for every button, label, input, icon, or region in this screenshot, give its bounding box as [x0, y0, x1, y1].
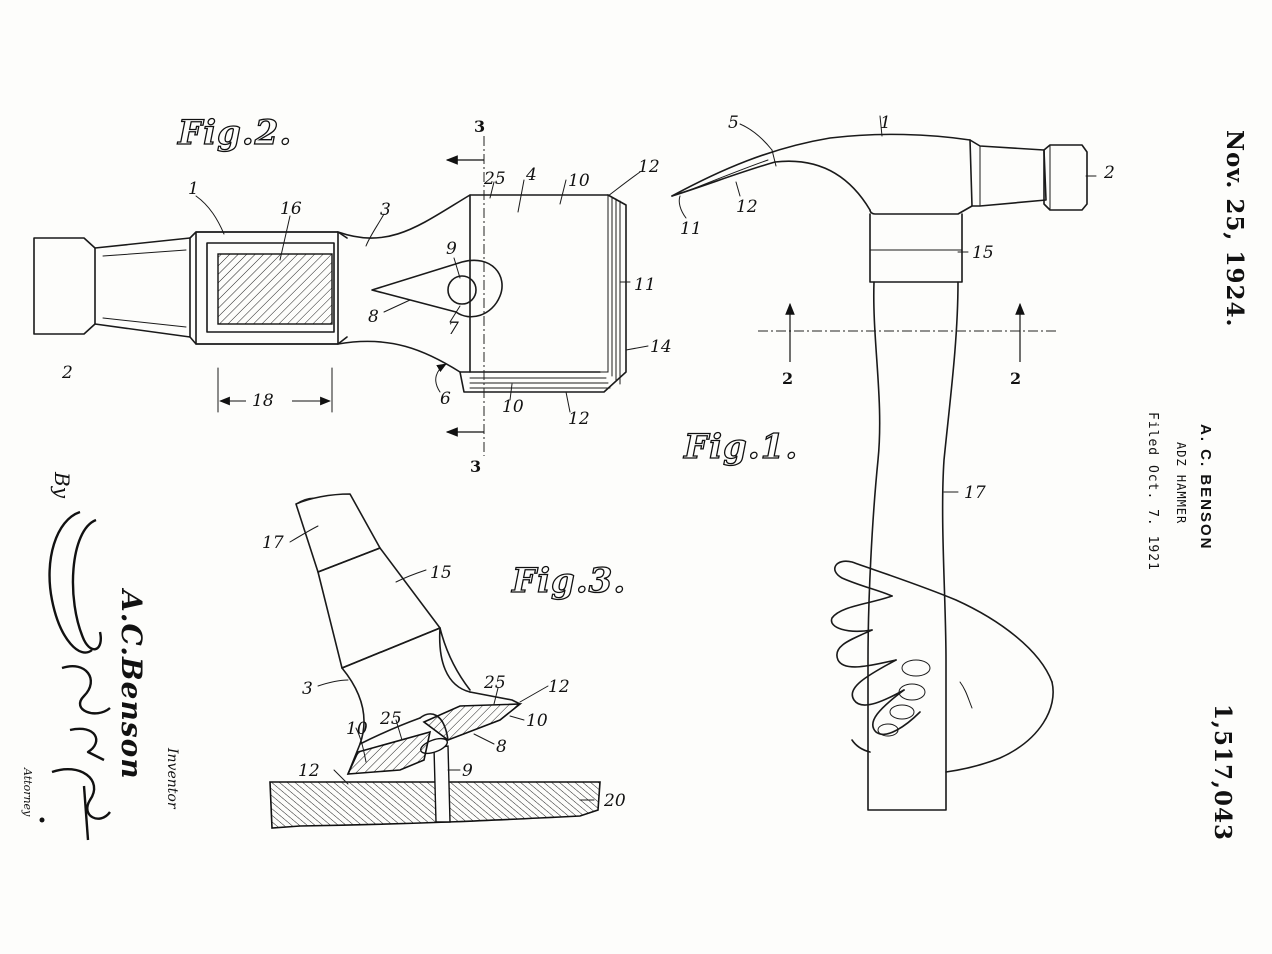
fig2-ref-11: 11 — [634, 275, 656, 295]
fig3-ref-25a: 25 — [379, 709, 402, 729]
fig1-label: Fig.1. — [683, 427, 798, 467]
fig2-ref-2: 2 — [61, 363, 73, 383]
figure-1: Fig.1. — [671, 113, 1115, 811]
fig2-ref-14: 14 — [650, 337, 672, 357]
fig1-ref-15: 15 — [972, 243, 994, 263]
fig2-ref-4: 4 — [525, 165, 537, 185]
fig2-ref-8: 8 — [368, 307, 379, 327]
inventor-caption: Inventor — [164, 748, 180, 809]
attorney-signature — [39, 510, 111, 841]
fig3-ref-15: 15 — [430, 563, 452, 583]
fig1-section-2-left: 2 — [782, 369, 793, 388]
fig1-ref-1: 1 — [880, 113, 891, 133]
fig3-ref-9: 9 — [462, 761, 473, 781]
fig2-ref-1: 1 — [188, 179, 199, 199]
fig3-ref-20: 20 — [603, 791, 626, 811]
patent-date: Nov. 25, 1924. — [1221, 130, 1248, 328]
fig2-ref-10a: 10 — [568, 171, 590, 191]
fig3-ref-3: 3 — [302, 679, 313, 699]
patent-number: 1,517,043 — [1209, 704, 1236, 842]
inventor-signature: A.C.Benson — [115, 590, 148, 780]
inventor-name: A. C. BENSON — [1197, 424, 1214, 551]
fig1-ref-2: 2 — [1103, 163, 1115, 183]
fig3-ref-12a: 12 — [298, 761, 320, 781]
fig3-label: Fig.3. — [511, 561, 626, 601]
fig2-section-3-bottom: 3 — [470, 457, 481, 476]
by-caption: By — [50, 472, 74, 498]
fig2-ref-7: 7 — [448, 319, 459, 339]
fig2-ref-9: 9 — [446, 239, 457, 259]
fig3-ref-10b: 10 — [526, 711, 548, 731]
fig3-ref-8: 8 — [496, 737, 507, 757]
fig2-label: Fig.2. — [177, 113, 292, 153]
fig2-ref-16: 16 — [280, 199, 302, 219]
fig2-ref-3: 3 — [380, 200, 391, 220]
fig2-ref-12b: 12 — [568, 409, 590, 429]
fig1-ref-11: 11 — [680, 219, 702, 239]
attorney-caption: Attorney — [21, 768, 34, 817]
fig1-ref-17: 17 — [964, 483, 986, 503]
filed-date: Filed Oct. 7. 1921 — [1145, 412, 1160, 571]
fig2-ref-18: 18 — [252, 391, 274, 411]
fig2-section-3-top: 3 — [474, 117, 485, 136]
fig2-ref-10b: 10 — [502, 397, 524, 417]
figure-2: Fig.2. — [33, 112, 672, 476]
fig1-ref-5: 5 — [728, 113, 739, 133]
fig3-ref-12b: 12 — [548, 677, 570, 697]
fig3-ref-10a: 10 — [346, 719, 368, 739]
fig2-ref-25: 25 — [483, 169, 506, 189]
fig2-ref-6: 6 — [440, 389, 451, 409]
patent-title: ADZ HAMMER — [1174, 442, 1188, 525]
fig3-ref-25b: 25 — [483, 673, 506, 693]
fig3-ref-17: 17 — [262, 533, 284, 553]
fig2-ref-12a: 12 — [638, 157, 660, 177]
fig1-section-2-right: 2 — [1010, 369, 1021, 388]
fig1-ref-12: 12 — [736, 197, 758, 217]
figure-3: Fig.3. 17 15 3 10 — [262, 493, 626, 829]
